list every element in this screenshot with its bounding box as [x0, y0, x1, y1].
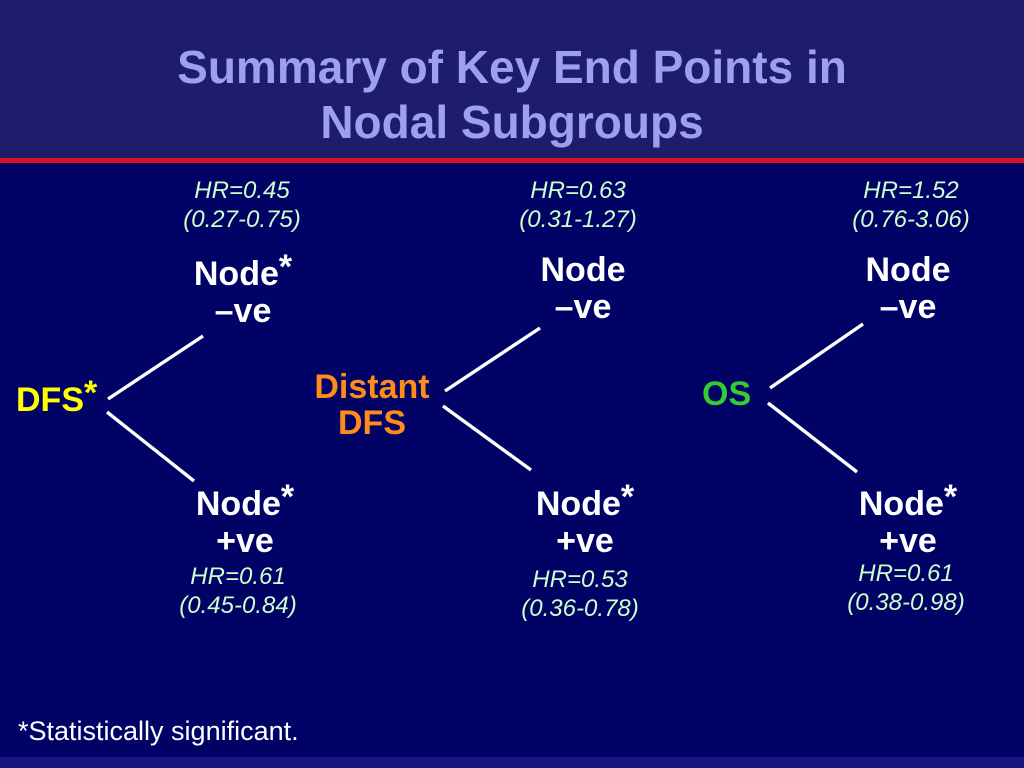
statistical-significance-footnote: *Statistically significant. [18, 716, 299, 746]
hr-value: HR=0.53 [532, 566, 628, 593]
asterisk-superscript: * [620, 477, 635, 516]
slide-title-line2: Nodal Subgroups [320, 96, 704, 148]
dfs-endpoint-label: DFS* [16, 376, 97, 419]
os-node-negative: Node–ve [866, 252, 951, 326]
distant-dfs-node-negative: Node–ve [541, 252, 626, 326]
hr-ci: (0.38-0.98) [847, 589, 965, 616]
node-word: Node [195, 485, 281, 523]
os-node-neg-hr: HR=1.52(0.76-3.06) [852, 176, 969, 234]
asterisk-superscript: * [84, 373, 98, 412]
title-band [0, 0, 1024, 158]
node-word: Node [858, 485, 944, 523]
dfs-node-negative: Node*–ve [193, 250, 292, 330]
asterisk-superscript: * [280, 477, 295, 516]
os-node-pos-hr: HR=0.61(0.38-0.98) [847, 559, 964, 617]
hr-ci: (0.36-0.78) [521, 595, 639, 622]
hr-value: HR=0.45 [194, 177, 290, 204]
node-sign: +ve [556, 522, 614, 560]
os-lower-branch-line [766, 401, 859, 474]
node-word: Node [540, 251, 626, 289]
node-word: Node [193, 255, 279, 293]
distant-dfs-node-pos-hr: HR=0.53(0.36-0.78) [521, 565, 638, 623]
dfs-node-neg-hr: HR=0.45(0.27-0.75) [183, 176, 300, 234]
dfs-upper-branch-line [107, 334, 204, 401]
distant-dfs-node-positive: Node*+ve [535, 480, 634, 560]
hr-value: HR=0.63 [530, 177, 626, 204]
hr-value: HR=1.52 [863, 177, 959, 204]
slide-title-line1: Summary of Key End Points in [177, 41, 847, 93]
node-sign: –ve [554, 288, 612, 326]
hr-value: HR=0.61 [858, 560, 954, 587]
distant-dfs-node-neg-hr: HR=0.63(0.31-1.27) [519, 176, 636, 234]
distant-dfs-lower-branch-line [442, 404, 532, 472]
dfs-node-pos-hr: HR=0.61(0.45-0.84) [179, 562, 296, 620]
node-word: Node [865, 251, 951, 289]
endpoint-name-line2: DFS [337, 404, 406, 442]
node-sign: –ve [214, 292, 272, 330]
hr-value: HR=0.61 [190, 563, 286, 590]
os-upper-branch-line [769, 322, 864, 390]
node-sign: +ve [879, 522, 937, 560]
dfs-lower-branch-line [105, 410, 196, 483]
endpoint-name-line1: Distant [314, 368, 430, 406]
hr-ci: (0.31-1.27) [519, 206, 637, 233]
node-word: Node [535, 485, 621, 523]
node-sign: +ve [216, 522, 274, 560]
hr-ci: (0.45-0.84) [179, 592, 297, 619]
dfs-node-positive: Node*+ve [195, 480, 294, 560]
title-divider-rule [0, 158, 1024, 163]
endpoint-name: OS [702, 375, 752, 413]
endpoint-name: DFS [16, 381, 84, 419]
asterisk-superscript: * [943, 477, 958, 516]
os-endpoint-label: OS [702, 376, 751, 412]
hr-ci: (0.76-3.06) [852, 206, 970, 233]
node-sign: –ve [879, 288, 937, 326]
bottom-edge-strip [0, 757, 1024, 768]
asterisk-superscript: * [278, 247, 293, 286]
distant-dfs-upper-branch-line [444, 326, 541, 393]
os-node-positive: Node*+ve [858, 480, 957, 560]
hr-ci: (0.27-0.75) [183, 206, 301, 233]
